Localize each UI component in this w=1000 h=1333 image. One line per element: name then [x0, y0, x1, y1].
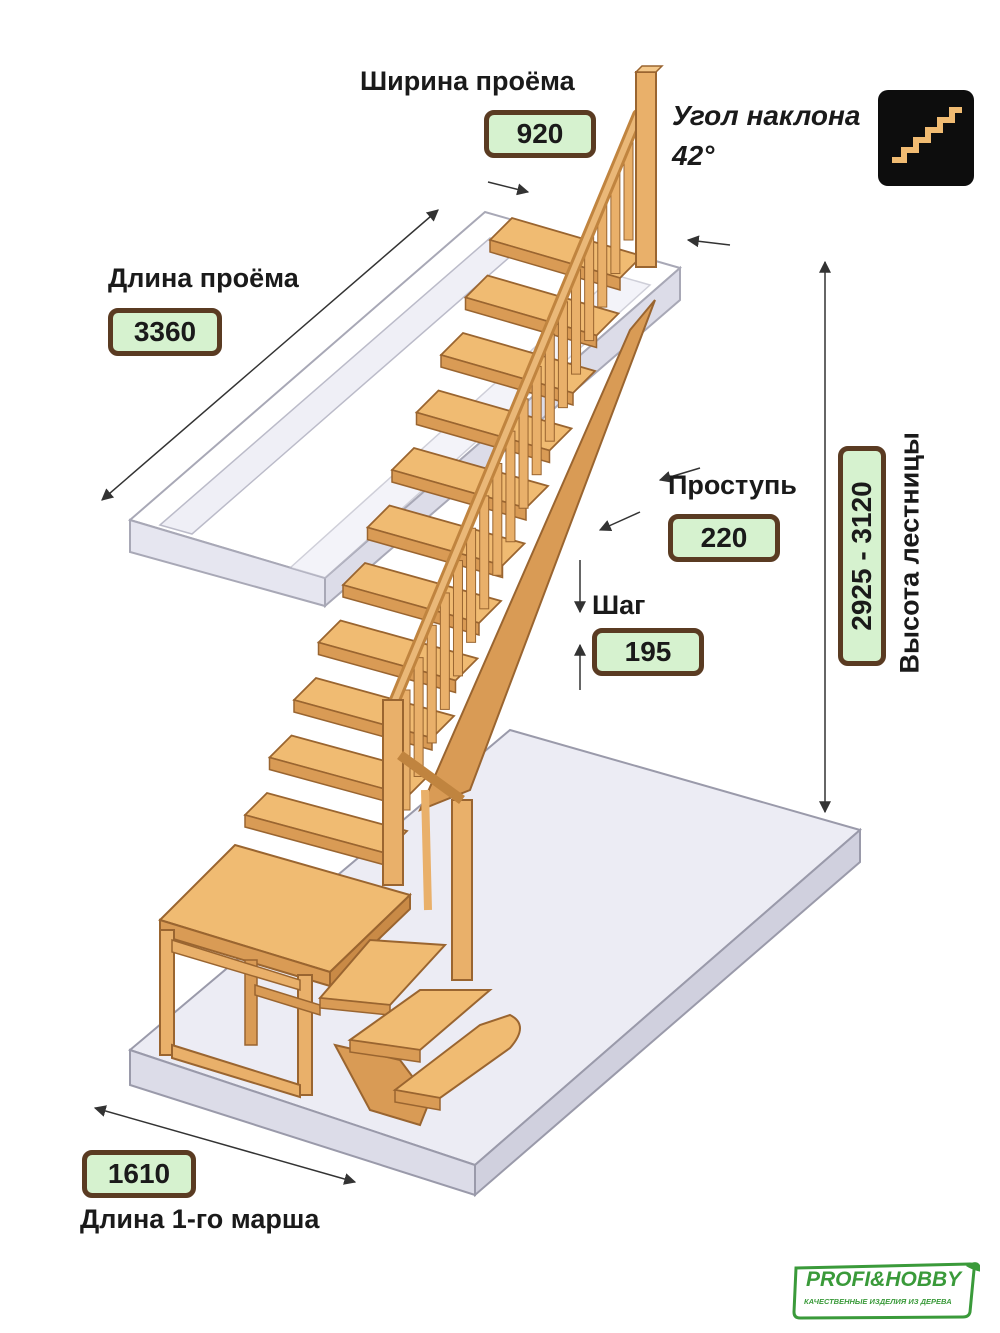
stairs-icon — [878, 90, 974, 186]
height-label: Высота лестницы — [894, 432, 925, 674]
first-flight-value: 1610 — [82, 1150, 196, 1198]
brand-logo-tagline: КАЧЕСТВЕННЫЕ ИЗДЕЛИЯ ИЗ ДЕРЕВА — [804, 1297, 952, 1306]
first-flight-label: Длина 1-го марша — [80, 1204, 320, 1234]
baluster — [413, 657, 424, 777]
angle-label: Угол наклона — [672, 100, 861, 131]
height-value: 2925 - 3120 — [838, 446, 886, 666]
opening-length-label: Длина проёма — [108, 263, 299, 293]
opening-width-value: 920 — [484, 110, 596, 158]
handrail — [389, 109, 644, 706]
baluster — [505, 430, 516, 543]
baluster — [426, 624, 437, 744]
baluster — [479, 495, 490, 610]
landing-platform — [158, 843, 412, 1099]
top-newel-post — [634, 65, 664, 268]
brand-logo: PROFI&HOBBY КАЧЕСТВЕННЫЕ ИЗДЕЛИЯ ИЗ ДЕРЕ… — [790, 1262, 982, 1320]
stringer — [418, 299, 656, 812]
baluster — [466, 527, 477, 643]
winder-steps — [317, 938, 521, 1127]
balusters — [400, 139, 634, 811]
step-label: Шаг — [592, 590, 646, 620]
tread-label: Проступь — [668, 470, 797, 500]
angle-value: 42° — [672, 140, 715, 171]
opening-width-label: Ширина проёма — [360, 66, 575, 96]
landing-newel-posts — [382, 699, 473, 981]
brand-logo-name: PROFI&HOBBY — [806, 1268, 962, 1291]
baluster — [452, 560, 463, 677]
baluster — [531, 365, 542, 476]
tread-value: 220 — [668, 514, 780, 562]
opening-length-value: 3360 — [108, 308, 222, 356]
step-value: 195 — [592, 628, 704, 676]
baluster — [492, 463, 503, 576]
dimension-lines — [93, 181, 831, 1185]
baluster — [439, 592, 450, 710]
baluster — [518, 398, 529, 509]
